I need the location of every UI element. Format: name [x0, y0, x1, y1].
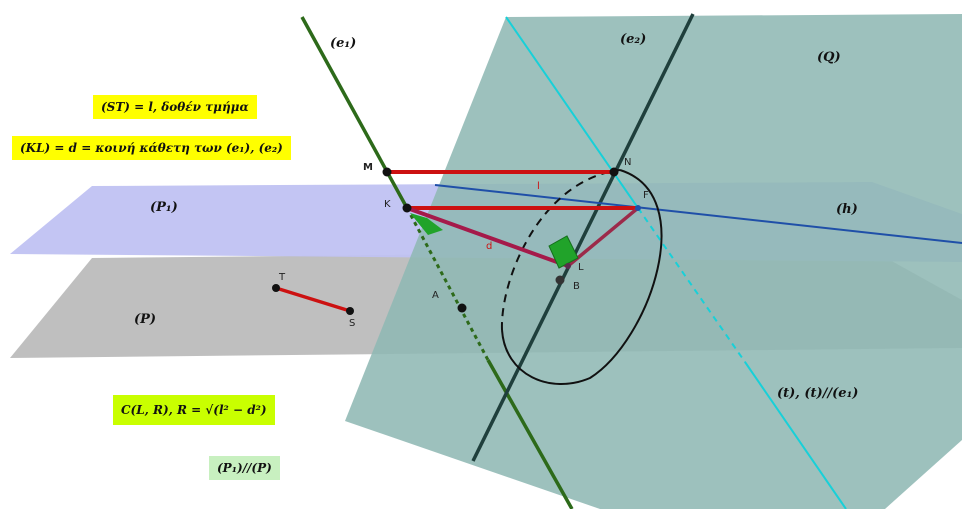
label-point-B: B [573, 281, 580, 292]
segment-TS [275, 286, 351, 313]
label-segment-d: d [486, 241, 493, 252]
point-N-dot [609, 167, 619, 177]
label-point-S: S [349, 318, 356, 329]
label-plane-Q: (Q) [817, 50, 841, 65]
line-e1-upper [300, 16, 409, 209]
info-box-circle: C(L, R), R = √(l² − d²) [113, 395, 275, 425]
label-line-e1: (e₁) [330, 36, 357, 51]
point-A-dot [457, 303, 467, 313]
label-line-e2: (e₂) [620, 32, 647, 47]
point-F-dot [635, 205, 641, 211]
point-S-dot [346, 307, 354, 315]
label-point-N: N [624, 157, 632, 168]
segment-KL [406, 206, 569, 268]
point-M-dot [382, 167, 392, 177]
label-point-K: K [384, 199, 391, 210]
circle-back-arc [500, 169, 621, 331]
info-box-parallel: (P₁)//(P) [209, 456, 280, 480]
label-point-L: L [578, 262, 584, 273]
label-point-M: M [363, 162, 373, 173]
right-angle-mark-L [548, 235, 579, 269]
line-h [434, 184, 962, 244]
point-L-dot [565, 263, 571, 269]
label-segment-l: l [537, 181, 540, 192]
line-t-lower [744, 361, 847, 510]
right-angle-mark-K [410, 213, 443, 235]
point-K-dot [402, 203, 412, 213]
label-line-h: (h) [836, 202, 858, 217]
point-B-dot [555, 275, 565, 285]
segment-LF [566, 206, 640, 268]
line-e1-lower [486, 359, 574, 510]
label-point-F: F [643, 190, 649, 201]
line-t-hidden [637, 207, 746, 363]
point-T-dot [272, 284, 280, 292]
line-t-upper [505, 16, 639, 209]
label-point-A: A [432, 290, 439, 301]
line-e2 [471, 13, 695, 462]
plane-Q [345, 14, 962, 509]
label-plane-P: (P) [134, 312, 157, 327]
label-plane-P1: (P₁) [150, 200, 178, 215]
label-line-t: (t), (t)//(e₁) [777, 386, 859, 401]
label-point-T: T [279, 272, 286, 283]
circle-front-arc [501, 169, 663, 385]
info-box-ST: (ST) = l, δοθέν τμήμα [93, 95, 257, 119]
info-box-KL: (KL) = d = κοινή κάθετη των (e₁), (e₂) [12, 136, 291, 160]
